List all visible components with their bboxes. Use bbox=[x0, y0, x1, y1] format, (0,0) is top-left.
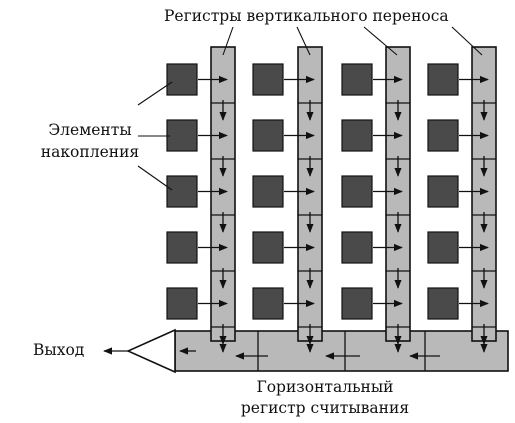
storage-element-4-5 bbox=[427, 287, 459, 320]
storage-element-2-3 bbox=[252, 175, 284, 208]
storage-element-1-1 bbox=[166, 63, 198, 96]
storage-element-1-4 bbox=[166, 231, 198, 264]
storage-element-1-3 bbox=[166, 175, 198, 208]
storage-elements-label-line2: накопления bbox=[41, 143, 139, 161]
storage-element-3-5 bbox=[341, 287, 373, 320]
storage-element-2-2 bbox=[252, 119, 284, 152]
vertical-register-1 bbox=[210, 46, 236, 342]
storage-element-2-5 bbox=[252, 287, 284, 320]
vertical-register-4 bbox=[471, 46, 497, 342]
storage-element-3-2 bbox=[341, 119, 373, 152]
storage-elements bbox=[166, 63, 459, 320]
storage-element-2-4 bbox=[252, 231, 284, 264]
storage-element-4-3 bbox=[427, 175, 459, 208]
vertical-registers-label: Регистры вертикального переноса bbox=[164, 7, 449, 25]
storage-leader-line bbox=[137, 81, 173, 106]
storage-element-3-3 bbox=[341, 175, 373, 208]
output-label: Выход bbox=[33, 341, 84, 359]
register-leader-line bbox=[296, 26, 311, 56]
storage-element-3-4 bbox=[341, 231, 373, 264]
horizontal-register-segments bbox=[257, 331, 426, 371]
register-leader-line bbox=[222, 26, 234, 56]
transfer-arrows bbox=[179, 75, 489, 360]
storage-elements-label-line1: Элементы bbox=[48, 121, 131, 139]
leader-lines bbox=[137, 26, 483, 191]
vertical-register-3 bbox=[385, 46, 411, 342]
horizontal-register-label-line2: регистр считывания bbox=[241, 399, 409, 417]
storage-element-4-4 bbox=[427, 231, 459, 264]
storage-element-2-1 bbox=[252, 63, 284, 96]
register-leader-line bbox=[451, 26, 483, 56]
register-leader-line bbox=[363, 26, 398, 56]
vertical-register-2 bbox=[297, 46, 323, 342]
storage-element-3-1 bbox=[341, 63, 373, 96]
storage-element-1-2 bbox=[166, 119, 198, 152]
horizontal-register-label-line1: Горизонтальный bbox=[256, 378, 393, 396]
storage-leader-line bbox=[137, 165, 173, 191]
storage-element-4-2 bbox=[427, 119, 459, 152]
storage-element-4-1 bbox=[427, 63, 459, 96]
storage-element-1-5 bbox=[166, 287, 198, 320]
output-amplifier-icon bbox=[126, 328, 176, 374]
